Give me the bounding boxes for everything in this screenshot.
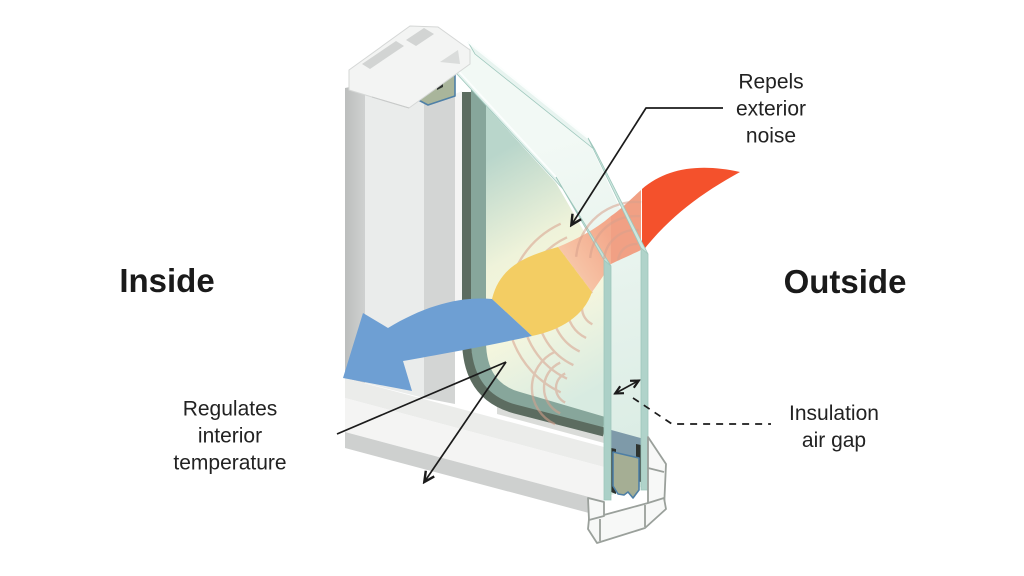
temperature-annotation-line: interior [197,424,263,448]
noise-annotation-line: noise [745,124,797,148]
noise-annotation-line: exterior [735,97,807,121]
leader-line-temperature [336,361,507,435]
outside-label: Outside [783,263,907,300]
airgap-annotation: Insulation air gap [789,400,879,454]
sill-end-profile [587,436,667,544]
leader-arrow-temperature [425,361,507,481]
leader-line-noise [572,107,723,224]
temperature-annotation-line: Regulates [182,397,278,421]
airgap-annotation-line: Insulation [789,402,879,425]
noise-annotation: Repels exterior noise [736,69,806,150]
inside-label: Inside [119,262,215,299]
heat-flow-yellow [492,247,592,336]
frame-head [348,25,471,109]
leader-dashed-airgap [632,397,771,425]
noise-arrow-through-gap [611,190,641,264]
double-arrow-icon [616,381,638,393]
glass-pane-inner [449,61,612,501]
air-gap-region [450,48,641,495]
temperature-annotation-line: temperature [173,451,287,475]
noise-arrow-red [642,167,740,252]
cool-flow-blue-arrow [343,298,532,391]
airgap-annotation-line: air gap [801,429,867,452]
temperature-annotation: Regulates interior temperature [173,396,286,477]
noise-annotation-line: Repels [738,70,804,94]
leader-lines [336,107,771,481]
spacer-bottom [604,428,648,499]
heat-flow [343,216,611,391]
